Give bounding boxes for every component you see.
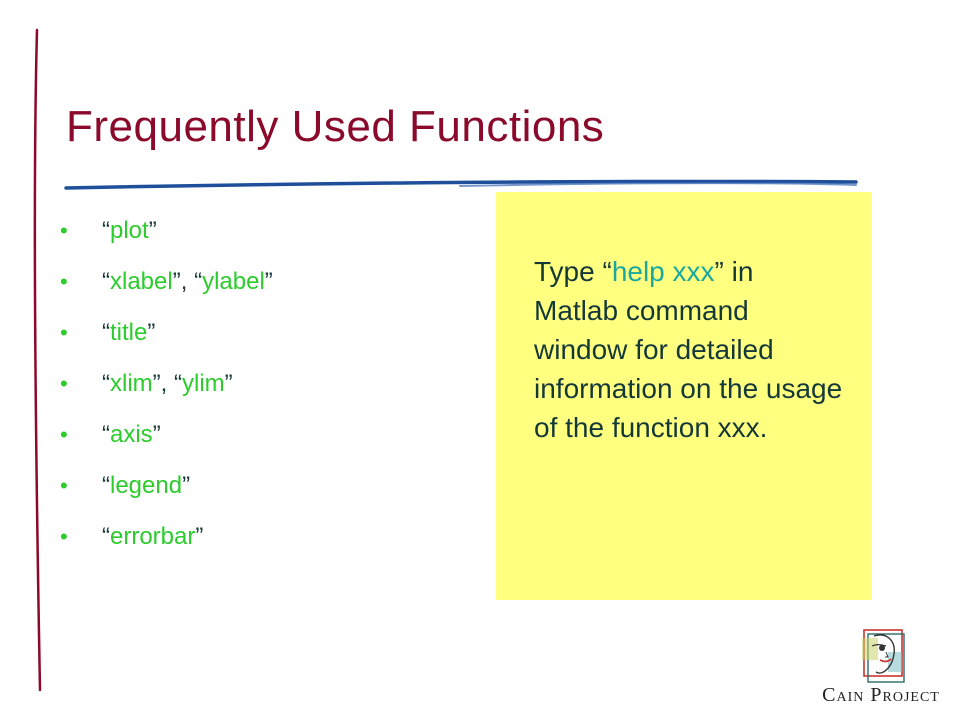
quote-mark: ”: [147, 319, 156, 346]
quote-mark: ”: [264, 268, 273, 295]
quote-mark: “: [102, 472, 110, 499]
help-note-text: Type “help xxx” in Matlab command window…: [534, 252, 844, 447]
title-underline-rule: [64, 179, 858, 190]
function-list-item-text: “errorbar”: [102, 514, 203, 560]
face-sketch-icon: [862, 629, 905, 683]
cain-project-logo: Cain Project: [806, 620, 956, 716]
quote-mark: “: [102, 421, 110, 448]
separator: ,: [180, 268, 195, 295]
quote-mark: ”: [182, 472, 191, 499]
function-list-item-text: “xlim”, “ylim”: [102, 361, 233, 407]
logo-wordmark: Cain Project: [822, 684, 940, 706]
bullet-dot: •: [60, 320, 68, 345]
quote-mark: “: [102, 523, 110, 550]
quote-mark: ”: [195, 523, 204, 550]
separator: ,: [160, 370, 174, 397]
function-name: xlabel: [110, 268, 173, 295]
quote-mark: “: [102, 268, 110, 295]
quote-mark: ”: [152, 370, 161, 397]
quote-mark: ”: [148, 217, 157, 244]
note-open-quote: “: [602, 256, 612, 287]
function-list-item-text: “xlabel”, “ylabel”: [102, 259, 273, 305]
quote-mark: ”: [152, 421, 161, 448]
quote-mark: “: [102, 370, 110, 397]
function-name: ylim: [182, 370, 225, 397]
bullet-dot: •: [60, 371, 68, 396]
bullet-dot: •: [60, 269, 68, 294]
function-list-item-text: “legend”: [102, 463, 190, 509]
function-name: title: [110, 319, 148, 346]
function-list-item-text: “plot”: [102, 208, 157, 254]
note-close-quote: ”: [714, 256, 724, 287]
function-name: xlim: [110, 370, 153, 397]
function-name: plot: [110, 217, 149, 244]
quote-mark: “: [102, 319, 110, 346]
function-name: ylabel: [202, 268, 265, 295]
left-accent-rule: [33, 28, 42, 692]
function-list-item-text: “axis”: [102, 412, 161, 458]
quote-mark: ”: [224, 370, 233, 397]
function-name: axis: [110, 421, 153, 448]
function-name: errorbar: [110, 523, 196, 550]
bullet-dot: •: [60, 218, 68, 243]
quote-mark: “: [174, 370, 182, 397]
quote-mark: ”: [172, 268, 181, 295]
quote-mark: “: [102, 217, 110, 244]
quote-mark: “: [194, 268, 203, 295]
bullet-dot: •: [60, 422, 68, 447]
slide-title: Frequently Used Functions: [66, 102, 605, 151]
help-note-box: Type “help xxx” in Matlab command window…: [496, 192, 872, 600]
bullet-dot: •: [60, 473, 68, 498]
note-text-after: in Matlab command window for detailed in…: [534, 256, 843, 443]
bullet-dot: •: [60, 524, 68, 549]
function-list-item-text: “title”: [102, 310, 155, 356]
note-text-before: Type: [534, 256, 603, 287]
function-name: legend: [110, 472, 183, 499]
note-highlight-command: help xxx: [611, 256, 715, 287]
